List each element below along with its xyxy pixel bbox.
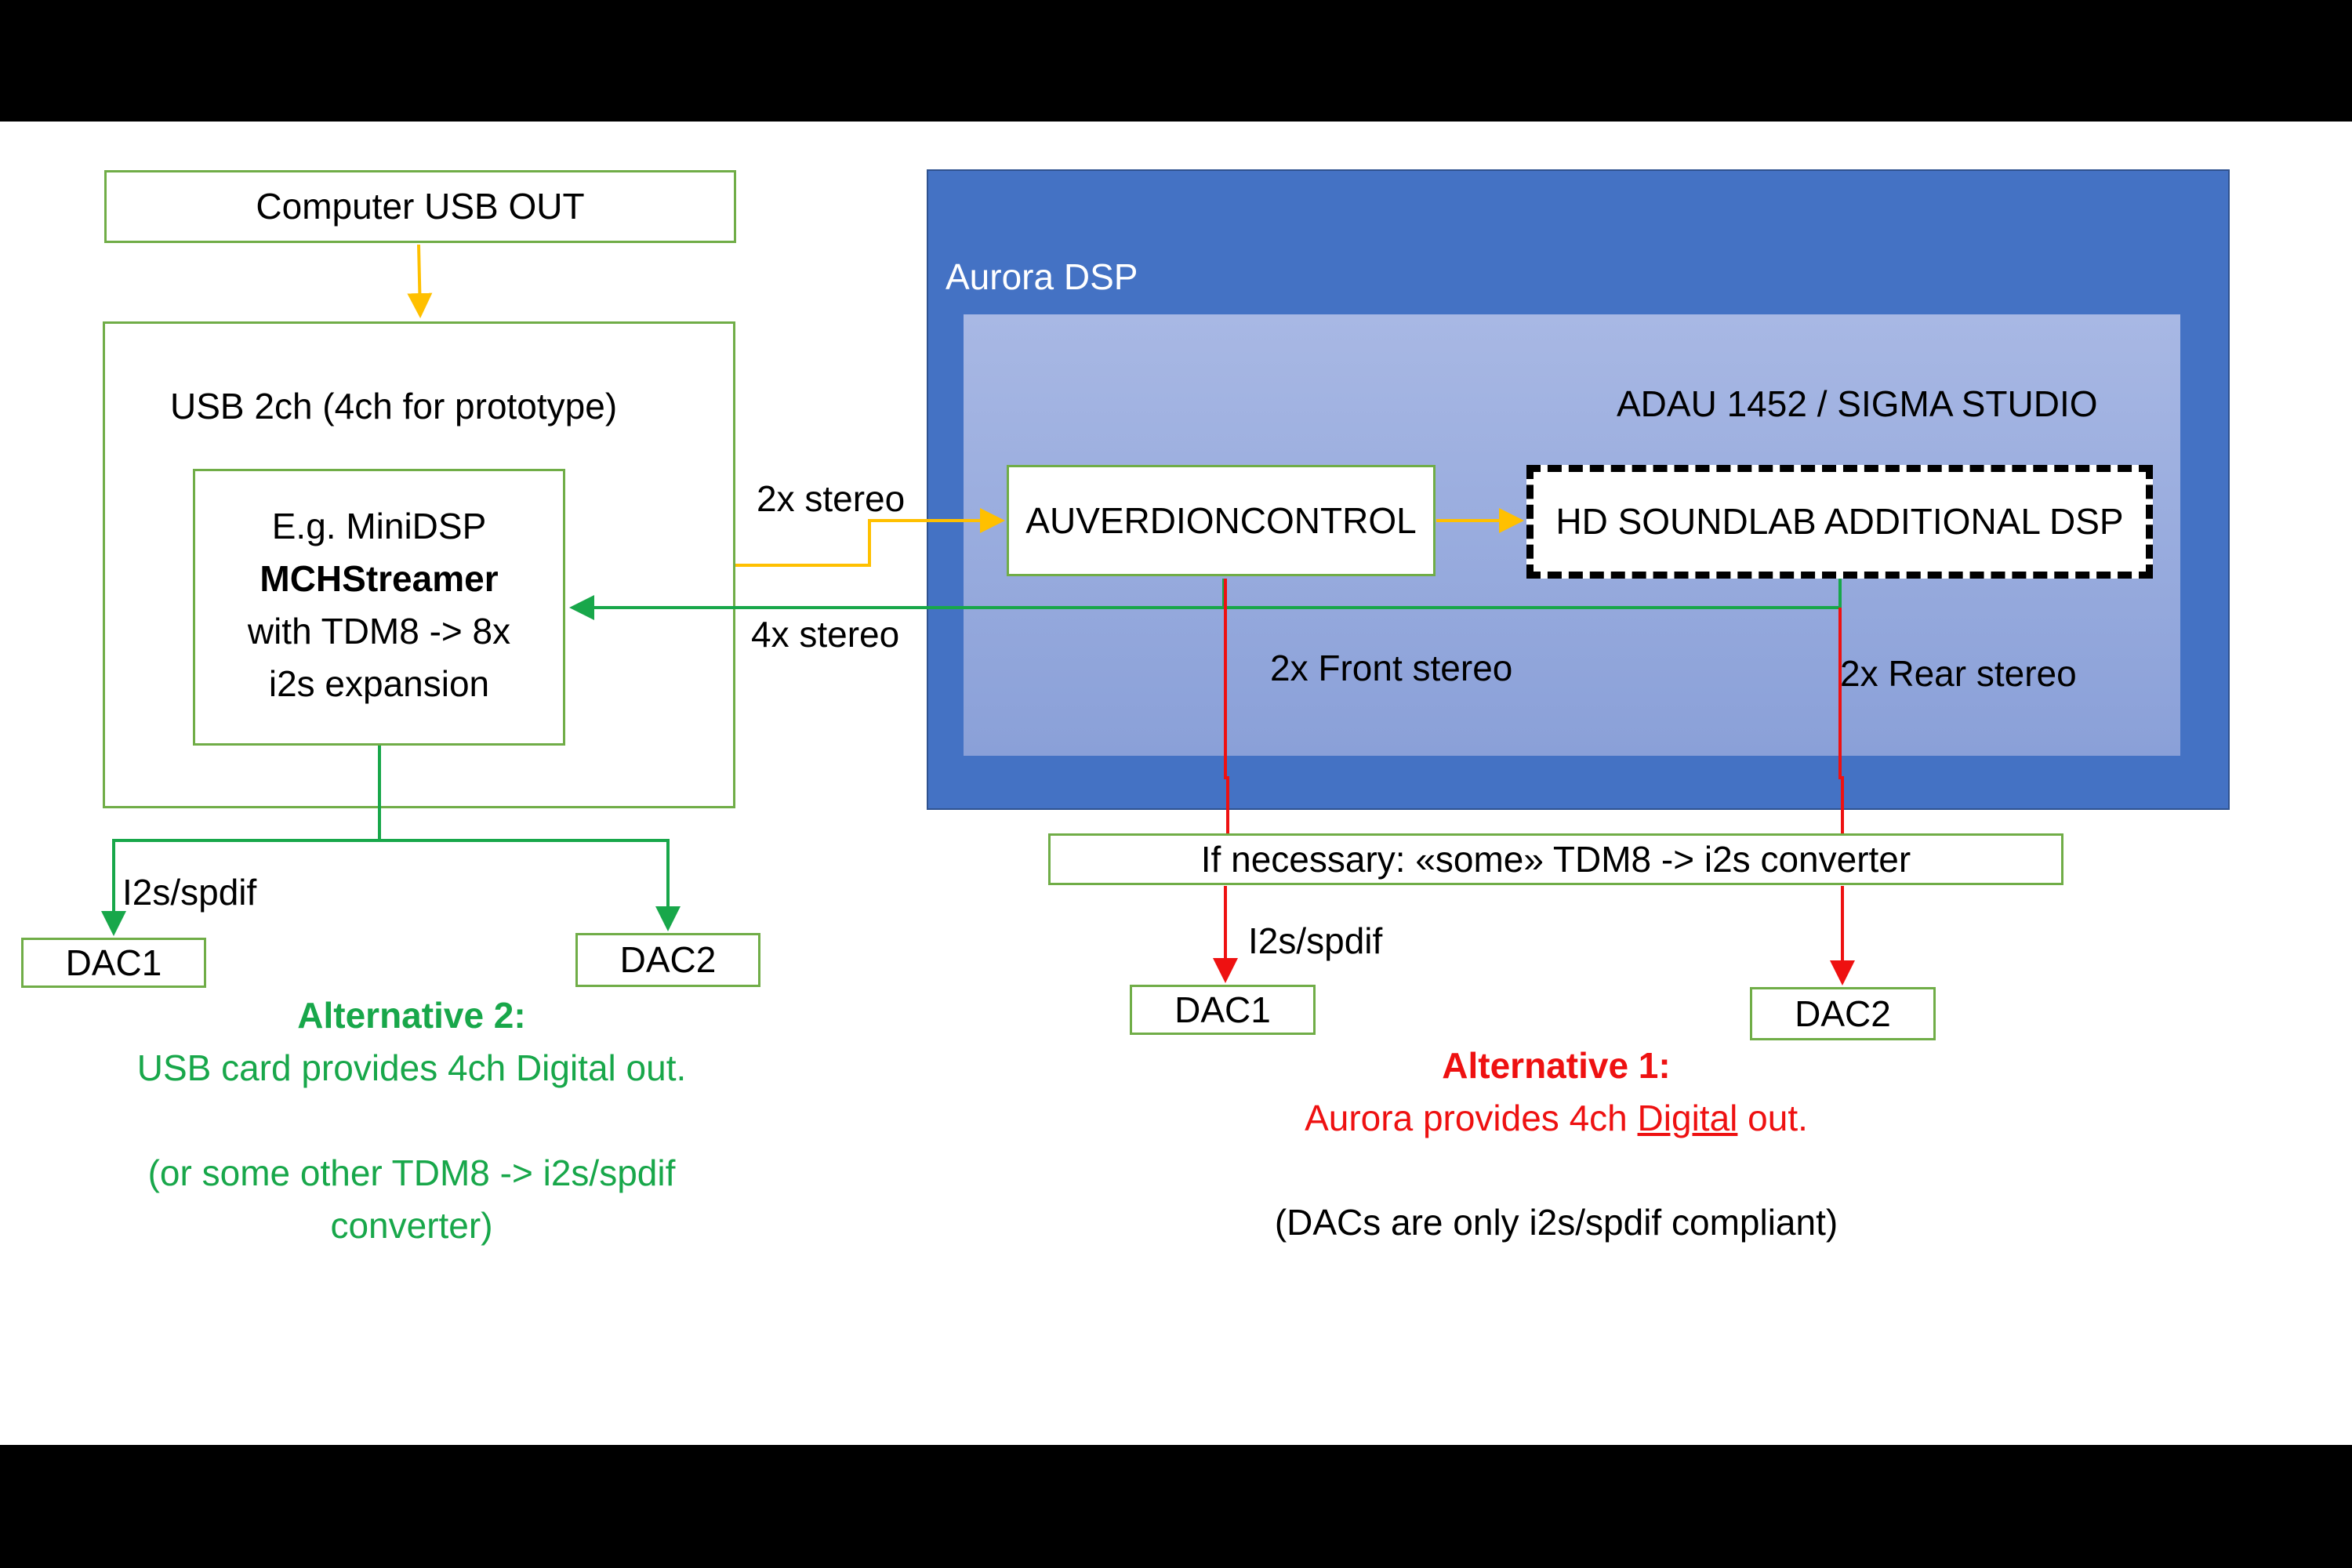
stereo-4x-label: 4x stereo <box>751 614 900 655</box>
alternative-1-text-post: out. <box>1737 1098 1808 1138</box>
adau-sigma-studio-title: ADAU 1452 / SIGMA STUDIO <box>1617 383 2098 424</box>
bottom-letterbox-bar <box>0 1445 2352 1568</box>
alternative-2-line-2: (or some other TDM8 -> i2s/spdif <box>147 1152 676 1193</box>
top-letterbox-bar <box>0 0 2352 122</box>
minidsp-box <box>193 469 565 746</box>
right-dac1-box: DAC1 <box>1130 985 1316 1035</box>
computer-usb-out-label: Computer USB OUT <box>256 186 585 227</box>
auverdioncontrol-label: AUVERDIONCONTROL <box>1025 500 1417 541</box>
alternative-2-title: Alternative 2: <box>297 995 526 1036</box>
left-dac1-label: DAC1 <box>65 942 162 983</box>
left-dac1-box: DAC1 <box>21 938 206 988</box>
minidsp-to-left-dac2-arrow <box>379 839 681 931</box>
computer-usb-out-box: Computer USB OUT <box>104 170 736 243</box>
minidsp-line-1: E.g. MiniDSP <box>271 506 487 546</box>
auverdioncontrol-box: AUVERDIONCONTROL <box>1007 465 1436 576</box>
tdm8-i2s-converter-label: If necessary: «some» TDM8 -> i2s convert… <box>1200 839 1911 880</box>
dac-compliance-note: (DACs are only i2s/spdif compliant) <box>1274 1202 1838 1243</box>
computer-to-usb-arrow <box>407 244 433 318</box>
alternative-1-text-pre: Aurora provides 4ch <box>1305 1098 1638 1138</box>
aurora-dsp-title: Aurora DSP <box>946 256 1138 297</box>
alternative-2-line-3: converter) <box>330 1205 493 1246</box>
tdm8-i2s-converter-box: If necessary: «some» TDM8 -> i2s convert… <box>1048 833 2063 885</box>
minidsp-line-2: MCHStreamer <box>260 558 499 599</box>
alternative-1-line-1: Aurora provides 4ch Digital out. <box>1168 1096 1944 1142</box>
minidsp-line-3: with TDM8 -> 8x <box>247 611 511 652</box>
alternative-1-digital-underlined: Digital <box>1637 1098 1738 1138</box>
minidsp-line-4: i2s expansion <box>268 663 490 704</box>
alternative-2-line-1: USB card provides 4ch Digital out. <box>136 1047 687 1088</box>
left-i2s-spdif-label: I2s/spdif <box>122 872 257 913</box>
hd-soundlab-dsp-box: HD SOUNDLAB ADDITIONAL DSP <box>1526 465 2153 579</box>
right-dac1-label: DAC1 <box>1174 989 1271 1030</box>
alternative-1-title: Alternative 1: <box>1442 1045 1671 1086</box>
right-dac2-box: DAC2 <box>1750 987 1936 1040</box>
usb-interface-label: USB 2ch (4ch for prototype) <box>170 386 618 426</box>
right-dac2-label: DAC2 <box>1795 993 1891 1034</box>
left-dac2-box: DAC2 <box>575 933 760 987</box>
left-dac2-label: DAC2 <box>619 939 717 980</box>
rear-stereo-label: 2x Rear stereo <box>1840 653 2077 694</box>
hd-soundlab-dsp-label: HD SOUNDLAB ADDITIONAL DSP <box>1555 501 2124 542</box>
front-stereo-label: 2x Front stereo <box>1270 648 1513 688</box>
stereo-2x-label: 2x stereo <box>757 478 906 519</box>
right-i2s-spdif-label: I2s/spdif <box>1248 920 1383 961</box>
